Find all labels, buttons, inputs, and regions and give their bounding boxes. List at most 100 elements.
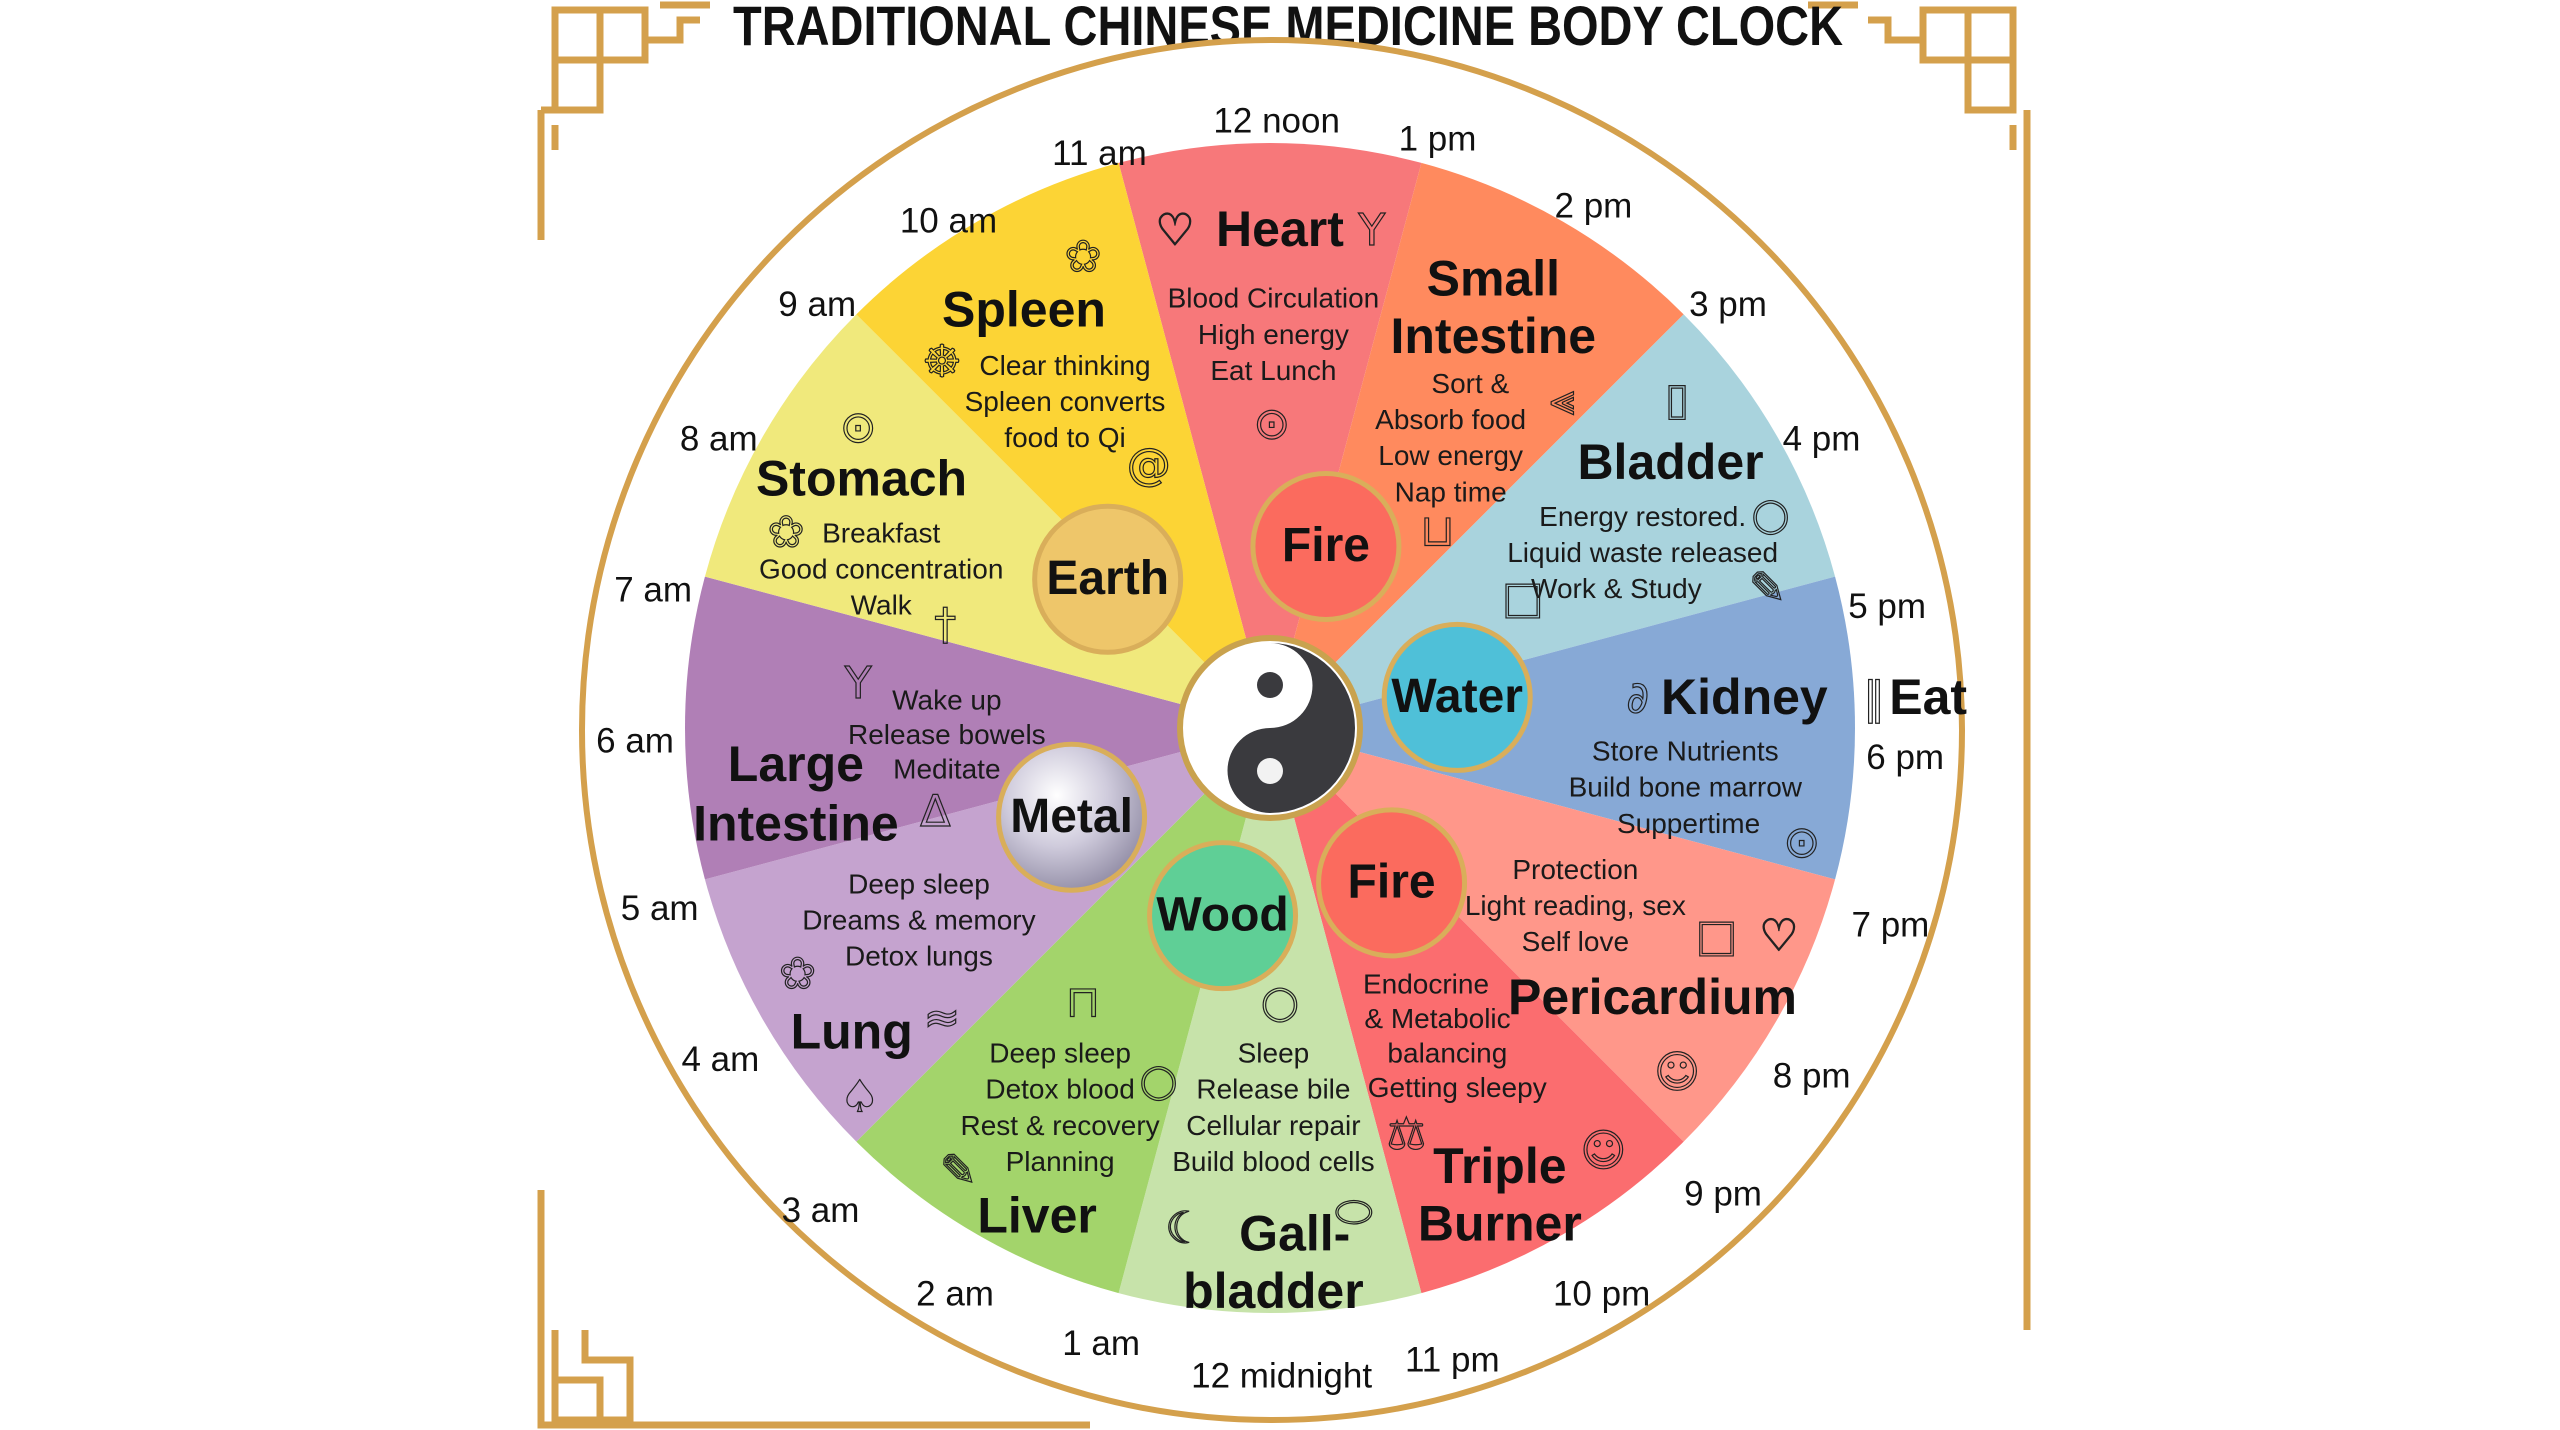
hour-label: 1 pm — [1399, 119, 1477, 158]
element-label: Fire — [1348, 856, 1436, 909]
hour-label: 4 am — [681, 1040, 759, 1079]
organ-detail: Blood Circulation — [1168, 283, 1380, 314]
organ-detail: Release bowels — [848, 719, 1046, 750]
organ-detail: Dreams & memory — [802, 905, 1035, 936]
hour-label: 10 am — [900, 201, 997, 240]
organ-detail: Detox blood — [985, 1074, 1134, 1105]
organ-name: Bladder — [1577, 434, 1763, 490]
walking-icon: † — [934, 599, 956, 650]
organ-detail: Light reading, sex — [1465, 890, 1686, 921]
frame-corner-top-left — [537, 1, 710, 240]
organ-name: Burner — [1418, 1196, 1582, 1252]
hour-label: 8 pm — [1773, 1056, 1851, 1095]
organ-detail: Deep sleep — [848, 869, 990, 900]
organ-detail: Cellular repair — [1186, 1110, 1360, 1141]
blood-drop-icon: ○ — [1139, 1055, 1177, 1106]
wind-icon: ≈ — [923, 993, 960, 1044]
eat-label: Eat — [1889, 669, 1967, 725]
notepad-icon: ✎ — [1749, 563, 1786, 614]
decorative-frame — [537, 1, 2031, 1429]
hour-label: 2 pm — [1555, 187, 1633, 226]
organ-name: Liver — [977, 1187, 1097, 1243]
head-profile-icon: ☸ — [922, 336, 961, 387]
organ-detail: Work & Study — [1531, 573, 1702, 604]
element-label: Metal — [1010, 790, 1133, 843]
organ-name: Small — [1427, 250, 1560, 306]
element-wood: Wood — [1147, 840, 1299, 992]
hour-label: 9 am — [778, 285, 856, 324]
organ-detail: Sleep — [1238, 1038, 1310, 1069]
organ-detail: Energy restored. — [1539, 501, 1746, 532]
hour-label: 6 am — [596, 722, 674, 761]
notepad-icon: ✎ — [940, 1145, 977, 1196]
hour-label: 4 pm — [1783, 420, 1861, 459]
person-arms-up-icon: Y — [1357, 205, 1385, 256]
droplet-icon: ○ — [1261, 976, 1299, 1027]
organ-detail: Eat Lunch — [1210, 355, 1336, 386]
organ-detail: Spleen converts — [965, 386, 1166, 417]
element-circle — [1316, 807, 1468, 959]
yawning-face-icon: ☺ — [1580, 1126, 1626, 1177]
element-circle — [1381, 621, 1533, 773]
organ-detail: Good concentration — [759, 553, 1003, 584]
hour-label: 2 am — [916, 1275, 994, 1314]
meditation-icon: ∆ — [920, 786, 951, 837]
fork-knife-icon: ‖ — [1863, 673, 1885, 724]
element-circle — [996, 741, 1148, 893]
open-book-icon: □ — [1502, 573, 1544, 624]
hour-label: 5 pm — [1848, 587, 1926, 626]
yin-yang-icon — [1177, 635, 1363, 821]
organ-detail: balancing — [1387, 1038, 1507, 1069]
hour-label: 8 am — [680, 420, 758, 459]
organ-detail: Meditate — [893, 754, 1000, 785]
organ-detail: Clear thinking — [979, 350, 1150, 381]
organ-name: bladder — [1183, 1263, 1364, 1319]
heart-hands-icon: ♡ — [1759, 911, 1798, 962]
segment-bladder — [1270, 314, 1836, 728]
hour-label: 11 am — [1052, 134, 1147, 173]
element-label: Fire — [1282, 519, 1370, 572]
element-fire: Fire — [1316, 807, 1468, 959]
organ-name: Pericardium — [1508, 969, 1797, 1025]
frame-corner-top-right — [1808, 1, 2031, 1330]
hour-label: 10 pm — [1553, 1275, 1650, 1314]
organ-name: Heart — [1216, 201, 1344, 257]
plate-cutlery-icon: ⊙ — [840, 402, 877, 453]
plate-cutlery-icon: ⊙ — [1253, 399, 1290, 450]
element-fire: Fire — [1250, 470, 1402, 622]
element-label: Water — [1391, 670, 1523, 723]
organ-detail: Rest & recovery — [961, 1110, 1160, 1141]
organ-detail: Detox lungs — [845, 941, 993, 972]
segment-heart — [1118, 142, 1422, 728]
hour-label: 5 am — [621, 889, 699, 928]
person-arms-up-icon: Y — [844, 658, 872, 709]
element-metal: Metal — [996, 741, 1148, 893]
hour-label: 7 am — [614, 571, 692, 610]
plate-cutlery-icon: ⊙ — [1783, 817, 1820, 868]
organ-detail: Build bone marrow — [1569, 772, 1803, 803]
brain-icon: ❀ — [768, 507, 805, 558]
organ-detail: food to Qi — [1004, 422, 1125, 453]
balance-scale-icon: ⚖ — [1387, 1109, 1426, 1160]
element-circle — [1032, 503, 1184, 655]
hour-label: 11 pm — [1405, 1340, 1500, 1379]
hour-label: 1 am — [1062, 1324, 1140, 1363]
organ-detail: Release bile — [1196, 1074, 1350, 1105]
organ-detail: Endocrine — [1363, 969, 1489, 1000]
organ-name: Intestine — [1391, 308, 1597, 364]
organ-detail: Suppertime — [1617, 808, 1760, 839]
organ-detail: Absorb food — [1375, 404, 1526, 435]
organ-detail: Liquid waste released — [1507, 537, 1778, 568]
organ-name: Kidney — [1661, 669, 1828, 725]
